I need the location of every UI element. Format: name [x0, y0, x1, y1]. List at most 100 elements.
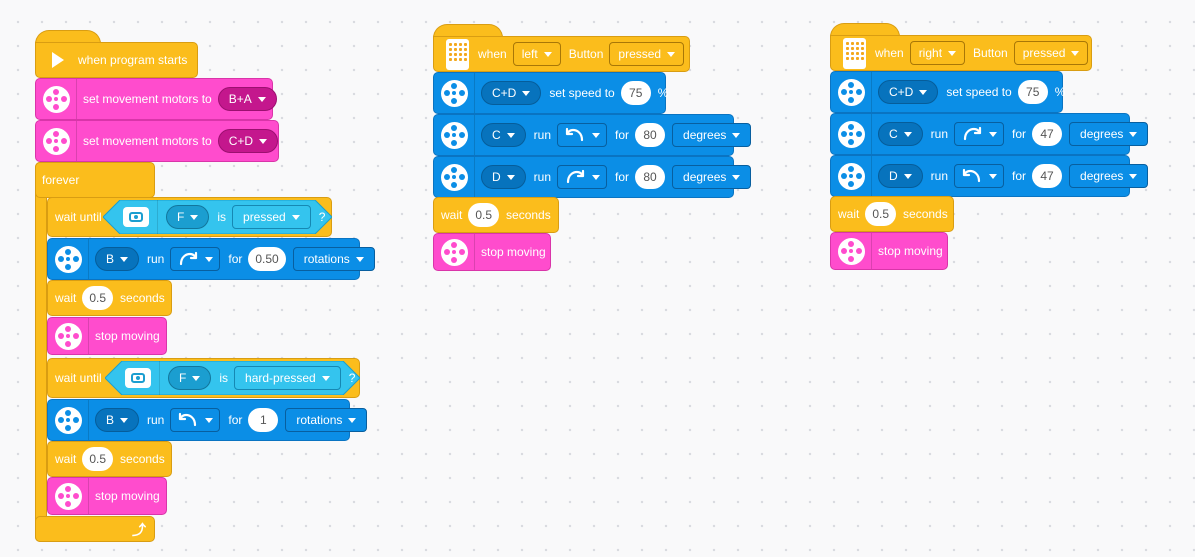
- speed-input[interactable]: 75: [620, 81, 651, 105]
- unit-dropdown[interactable]: rotations: [285, 408, 368, 432]
- unit-dropdown[interactable]: degrees: [672, 123, 752, 147]
- chevron-down-icon: [732, 132, 741, 138]
- block-icon-cell: [36, 79, 77, 119]
- movement-port-dropdown[interactable]: C+D: [217, 129, 279, 153]
- block-icon-cell: [831, 233, 872, 269]
- motor-port-dropdown[interactable]: C+D: [878, 80, 939, 104]
- wait-seconds-input[interactable]: 0.5: [82, 286, 114, 310]
- stop-moving-block[interactable]: stop moving: [47, 317, 167, 355]
- direction-dropdown[interactable]: [954, 164, 1005, 188]
- chevron-down-icon: [348, 417, 357, 423]
- clockwise-arrow-icon: [177, 251, 199, 267]
- button-state-dropdown[interactable]: pressed: [1013, 41, 1089, 65]
- sensor-port-dropdown-value: F: [177, 210, 185, 224]
- amount-input[interactable]: 0.50: [248, 247, 286, 271]
- unit-dropdown-value: degrees: [683, 128, 727, 142]
- amount-input[interactable]: 80: [635, 165, 666, 189]
- force-sensor-icon: [123, 207, 149, 227]
- unit-dropdown[interactable]: degrees: [672, 165, 752, 189]
- stop-moving-block[interactable]: stop moving: [830, 232, 948, 270]
- speed-input[interactable]: 75: [1017, 80, 1048, 104]
- motor-port-dropdown[interactable]: D: [878, 164, 923, 188]
- direction-dropdown[interactable]: [954, 122, 1005, 146]
- forever-loop-block[interactable]: [35, 162, 47, 542]
- motor-port-dropdown-value: B: [106, 252, 115, 266]
- direction-dropdown[interactable]: [170, 247, 221, 271]
- play-icon: [52, 52, 64, 68]
- direction-dropdown[interactable]: [170, 408, 221, 432]
- for-label: for: [615, 128, 630, 142]
- unit-dropdown[interactable]: degrees: [1069, 164, 1149, 188]
- for-label: for: [228, 413, 243, 427]
- sensor-port-dropdown[interactable]: F: [166, 205, 210, 229]
- motor-port-dropdown[interactable]: D: [481, 165, 526, 189]
- unit-dropdown[interactable]: degrees: [1069, 122, 1149, 146]
- motor-port-dropdown[interactable]: C+D: [481, 81, 542, 105]
- direction-dropdown[interactable]: [557, 123, 608, 147]
- button-label: Button: [973, 46, 1008, 60]
- counterclockwise-arrow-icon: [177, 412, 199, 428]
- amount-input[interactable]: 47: [1032, 122, 1063, 146]
- motor-port-dropdown[interactable]: C: [878, 122, 923, 146]
- stop-moving-label: stop moving: [95, 329, 160, 343]
- amount-input[interactable]: 47: [1032, 164, 1063, 188]
- motor-wheel-icon: [54, 406, 82, 434]
- run-label: run: [533, 170, 552, 184]
- block-icon-cell: [36, 121, 77, 161]
- motor-port-dropdown[interactable]: B: [95, 408, 140, 432]
- movement-wheel-icon: [42, 85, 70, 113]
- amount-input[interactable]: 1: [248, 408, 279, 432]
- hub-icon: [843, 37, 866, 69]
- chevron-down-icon: [592, 132, 601, 138]
- movement-wheel-icon: [54, 482, 82, 510]
- direction-dropdown[interactable]: [557, 165, 608, 189]
- button-state-dropdown[interactable]: pressed: [609, 42, 685, 66]
- seconds-label: seconds: [120, 452, 165, 466]
- seconds-label: seconds: [120, 291, 165, 305]
- unit-dropdown[interactable]: rotations: [292, 247, 375, 271]
- wait-seconds-input[interactable]: 0.5: [468, 203, 500, 227]
- button-side-dropdown[interactable]: left: [512, 42, 561, 66]
- button-side-dropdown[interactable]: right: [909, 41, 966, 65]
- sensor-port-dropdown[interactable]: F: [168, 366, 212, 390]
- when-program-starts-hat[interactable]: when program starts: [35, 42, 198, 78]
- counterclockwise-arrow-icon: [961, 168, 983, 184]
- motor-wheel-icon: [440, 79, 468, 107]
- amount-input[interactable]: 80: [635, 123, 666, 147]
- set-speed-label: set speed to: [549, 86, 615, 100]
- when-label: when: [478, 47, 507, 61]
- unit-dropdown-value: degrees: [1080, 127, 1124, 141]
- sensor-state-dropdown[interactable]: hard-pressed: [234, 366, 341, 390]
- movement-port-dropdown[interactable]: B+A: [217, 87, 277, 111]
- chevron-down-icon: [592, 174, 601, 180]
- chevron-down-icon: [291, 214, 300, 220]
- wait-seconds-input[interactable]: 0.5: [82, 447, 114, 471]
- motor-port-dropdown[interactable]: C: [481, 123, 526, 147]
- block-icon-cell: [831, 114, 872, 154]
- wait-seconds-input[interactable]: 0.5: [865, 202, 897, 226]
- motor-port-dropdown[interactable]: B: [95, 247, 140, 271]
- stop-moving-block[interactable]: stop moving: [47, 477, 167, 515]
- run-label: run: [533, 128, 552, 142]
- sensor-state-dropdown[interactable]: pressed: [232, 205, 311, 229]
- stop-moving-block[interactable]: stop moving: [433, 233, 551, 271]
